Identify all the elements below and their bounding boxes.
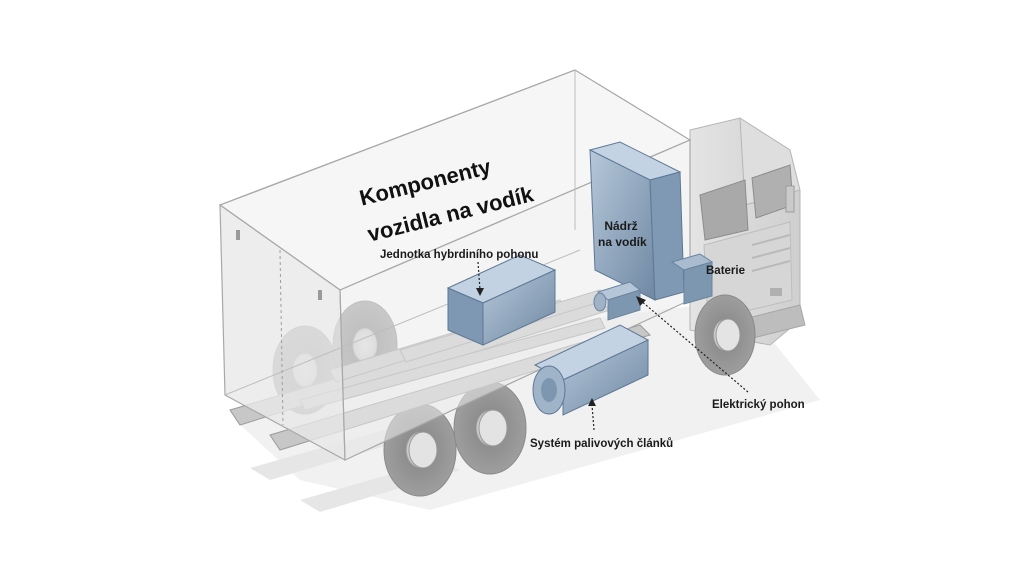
label-hybrid-unit: Jednotka hybrdiního pohonu [380, 249, 539, 261]
front-wheel [694, 294, 756, 376]
label-hydrogen-tank-line-1: Nádrž [604, 219, 638, 233]
arrow-fuel-cell [588, 398, 596, 406]
label-hydrogen-tank-line-2: na vodík [598, 235, 647, 249]
leader-lines [477, 261, 749, 431]
arrow-hybrid [476, 288, 484, 296]
cab [689, 117, 806, 346]
label-electric-drive: Elektrický pohon [712, 399, 805, 411]
label-fuel-cell-system: Systém palivových článků [530, 438, 674, 450]
arrow-electric [636, 296, 646, 306]
leader-hybrid [477, 261, 481, 291]
hydrogen-tank-box [588, 141, 685, 301]
fuel-cell-box [532, 324, 650, 416]
hybrid-unit-box [446, 254, 557, 346]
electric-drive-box [593, 281, 642, 321]
label-hydrogen-tank: Nádrž na vodík [598, 218, 647, 250]
battery-box [670, 253, 714, 305]
ground-shadow [235, 300, 820, 510]
label-battery: Baterie [706, 265, 745, 277]
leader-fuel-cell [591, 404, 595, 431]
